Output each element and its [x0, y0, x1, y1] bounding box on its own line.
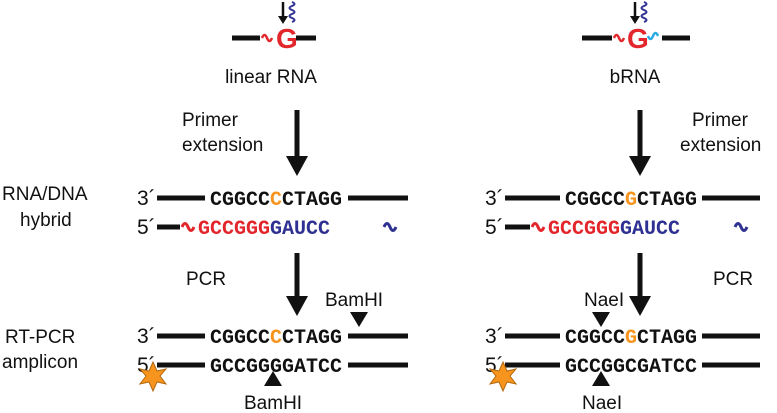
- amplicon-row-label: RT-PCR: [5, 327, 75, 348]
- arrow-head-icon: [278, 16, 288, 24]
- three-prime-end: 3´: [485, 187, 504, 210]
- amplicon-bottom-sequence: GCCGGCGATCC: [565, 356, 697, 379]
- red-squiggle-icon: [180, 222, 196, 232]
- amplicon-bottom-sequence: GCCGGGGATCC: [210, 356, 342, 379]
- cut-site-triangle-icon: [592, 371, 610, 386]
- guanosine-letter: G: [627, 23, 649, 54]
- primer-extension-label-left: Primer: [182, 110, 239, 131]
- down-arrow-primer-right: [629, 110, 651, 176]
- five-prime-end: 5´: [137, 216, 156, 239]
- cut-site-triangle-icon: [264, 371, 282, 386]
- primer-extension-label-left-2: extension: [182, 135, 263, 156]
- primer-extension-label-right: Primer: [692, 110, 749, 131]
- amplicon-top-sequence: CGGCCGCTAGG: [565, 327, 697, 350]
- hybrid-bottom-sequence: GCCGGGGAUCC: [548, 218, 680, 241]
- blue-squiggle-icon: [382, 222, 398, 232]
- three-prime-end: 3´: [137, 187, 156, 210]
- blue-squiggle-icon: [288, 1, 296, 23]
- pcr-label-right: PCR: [713, 269, 753, 290]
- guanosine-letter: G: [276, 23, 298, 54]
- star-label-icon: [488, 360, 518, 393]
- enzyme-label-top: NaeI: [584, 290, 624, 311]
- linear-rna-schematic: G linear RNA: [225, 1, 317, 88]
- three-prime-end: 3´: [485, 325, 504, 348]
- linear-rna-label: linear RNA: [225, 67, 317, 88]
- hybrid-top-sequence: CGGCCGCTAGG: [565, 189, 697, 212]
- hybrid-bottom-sequence: GCCGGGGAUCC: [198, 218, 330, 241]
- blue-squiggle-icon: [640, 1, 648, 23]
- right-amplicon: NaeI 3´ CGGCCGCTAGG 5´ GCCGGCGATCC NaeI: [485, 290, 760, 413]
- red-squiggle-icon: [260, 33, 274, 43]
- hybrid-row-label: RNA/DNA: [2, 184, 88, 205]
- left-amplicon: BamHI 3´ CGGCCCCTAGG 5´ GCCGGGGATCC BamH…: [137, 290, 408, 413]
- five-prime-end: 5´: [485, 216, 504, 239]
- three-prime-end: 3´: [137, 325, 156, 348]
- amplicon-row-label-2: amplicon: [2, 352, 78, 373]
- hybrid-top-sequence: CGGCCCCTAGG: [210, 189, 342, 212]
- brna-schematic: G bRNA: [582, 1, 690, 88]
- enzyme-label-bottom: NaeI: [582, 393, 622, 413]
- red-squiggle-icon: [612, 33, 626, 43]
- arrow-head-icon: [630, 16, 640, 24]
- right-hybrid: 3´ CGGCCGCTAGG 5´ GCCGGGGAUCC: [485, 187, 760, 241]
- enzyme-label-bottom: BamHI: [244, 393, 302, 413]
- brna-label: bRNA: [610, 67, 661, 88]
- cyan-squiggle-icon: [646, 31, 660, 41]
- cut-site-triangle-icon: [592, 312, 610, 327]
- blue-squiggle-icon: [733, 222, 749, 232]
- down-arrow-primer-left: [286, 110, 308, 176]
- pcr-label-left: PCR: [186, 269, 226, 290]
- amplicon-top-sequence: CGGCCCCTAGG: [210, 327, 342, 350]
- left-hybrid: 3´ CGGCCCCTAGG 5´ GCCGGGGAUCC: [137, 187, 408, 241]
- hybrid-row-label-2: hybrid: [20, 210, 72, 231]
- primer-extension-label-right-2: extension: [680, 135, 761, 156]
- star-label-icon: [138, 360, 168, 393]
- red-squiggle-icon: [530, 222, 546, 232]
- enzyme-label-top: BamHI: [325, 290, 383, 311]
- down-arrow-pcr-right: [629, 253, 651, 316]
- down-arrow-pcr-left: [286, 253, 308, 316]
- cut-site-triangle-icon: [350, 312, 368, 327]
